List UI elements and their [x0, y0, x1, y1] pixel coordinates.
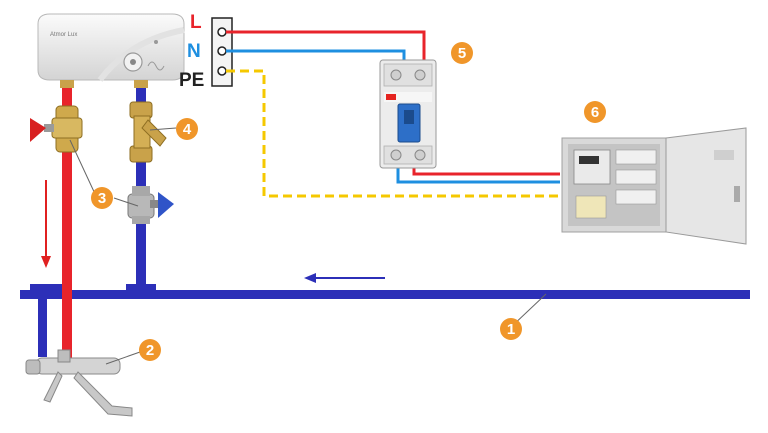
svg-text:2: 2 [146, 342, 154, 359]
callout-badge-6: 6 [584, 101, 606, 123]
hot-flow-arrow [41, 180, 51, 268]
callout-badge-4: 4 [176, 118, 198, 140]
live-wire [226, 30, 560, 176]
hot-outlet-pipe [62, 86, 72, 370]
terminal-block [211, 17, 233, 87]
svg-text:1: 1 [507, 321, 515, 338]
cold-supply-pipe [136, 86, 146, 292]
hot-ball-valve-icon [30, 105, 83, 153]
svg-text:3: 3 [98, 190, 106, 207]
terminal-label-live: L [190, 12, 202, 33]
callout-badge-3: 3 [91, 187, 113, 209]
mixer-faucet-icon [25, 349, 133, 417]
svg-text:5: 5 [458, 45, 466, 62]
heater-brand: Atmor Lux [50, 32, 77, 38]
callout-badge-1: 1 [500, 318, 522, 340]
neutral-wire [226, 49, 560, 184]
cold-flow-arrow [304, 273, 385, 283]
terminal-label-neutral: N [187, 41, 201, 62]
svg-text:6: 6 [591, 104, 599, 121]
callout-badge-5: 5 [451, 42, 473, 64]
terminal-label-earth: PE [179, 70, 204, 91]
svg-text:4: 4 [183, 121, 192, 138]
strainer-filter-icon [129, 101, 167, 163]
callout-badge-2: 2 [139, 339, 161, 361]
cold-ball-valve-icon [127, 186, 174, 224]
rcd-breaker-icon [379, 59, 437, 169]
water-heater-icon: Atmor Lux [37, 13, 185, 88]
earth-wire [226, 69, 560, 198]
distribution-board-icon [561, 127, 747, 245]
main-cold-pipe [20, 284, 750, 357]
